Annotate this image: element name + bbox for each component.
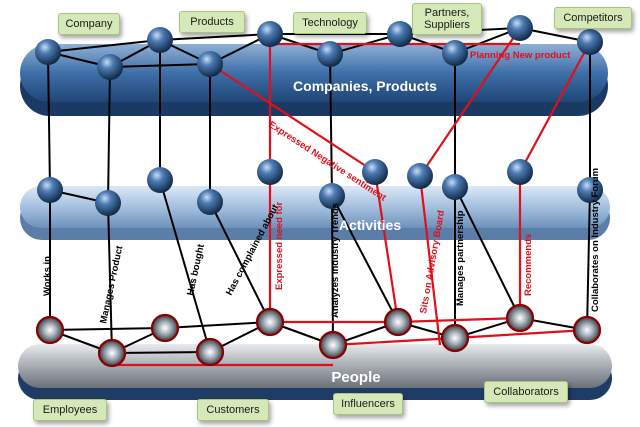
tag-partners-suppliers: Partners, Suppliers [412, 3, 482, 35]
node-partners-1[interactable] [387, 21, 413, 47]
node-person-3[interactable] [150, 313, 180, 343]
node-company-1[interactable] [35, 39, 61, 65]
node-partners-2[interactable] [442, 40, 468, 66]
node-person-9[interactable] [505, 303, 535, 333]
node-products-2[interactable] [197, 51, 223, 77]
tag-influencers: Influencers [333, 393, 403, 415]
label-planning-new-product: Planning New product [470, 50, 571, 61]
company-nodes [35, 15, 603, 80]
node-person-4[interactable] [195, 337, 225, 367]
node-activity-4[interactable] [197, 189, 223, 215]
highlight-edges [110, 27, 591, 367]
tag-company: Company [58, 13, 120, 35]
tag-customers: Customers [197, 399, 269, 421]
label-recommends: Recommends [523, 234, 534, 296]
node-activity-8[interactable] [407, 163, 433, 189]
label-works-in: Works in [42, 256, 53, 296]
node-technology-1[interactable] [257, 21, 283, 47]
tag-competitors: Competitors [554, 7, 632, 29]
people-nodes [35, 303, 602, 368]
label-expressed-need: Expressed need for [274, 202, 285, 290]
label-manages-partnership: Manages partnership [455, 210, 466, 306]
plane-title-companies: Companies, Products [293, 78, 437, 94]
node-company-2[interactable] [97, 54, 123, 80]
plane-title-activities: Activities [339, 217, 401, 233]
node-activity-1[interactable] [37, 177, 63, 203]
node-person-6[interactable] [318, 330, 348, 360]
node-person-7[interactable] [383, 307, 413, 337]
plane-title-people: People [331, 369, 380, 386]
node-person-1[interactable] [35, 315, 65, 345]
tag-products: Products [179, 11, 245, 33]
label-analyzes-trends: Analyzes Industry Trends [330, 203, 341, 318]
activity-nodes [37, 159, 603, 216]
node-competitors-2[interactable] [577, 29, 603, 55]
node-products-1[interactable] [147, 27, 173, 53]
tag-employees: Employees [33, 399, 107, 421]
node-competitors-1[interactable] [507, 15, 533, 41]
tag-collaborators: Collaborators [484, 381, 568, 403]
label-collaborates: Collaborates on Industry Forum [590, 168, 601, 312]
label-has-bought: Has bought [185, 242, 207, 296]
tag-technology: Technology [293, 12, 367, 34]
node-activity-3[interactable] [147, 167, 173, 193]
node-activity-6[interactable] [319, 183, 345, 209]
node-activity-2[interactable] [95, 190, 121, 216]
node-activity-5[interactable] [257, 159, 283, 185]
node-person-10[interactable] [572, 315, 602, 345]
node-person-8[interactable] [440, 323, 470, 353]
node-person-5[interactable] [255, 307, 285, 337]
node-technology-2[interactable] [317, 41, 343, 67]
node-activity-11[interactable] [577, 177, 603, 203]
node-activity-10[interactable] [507, 159, 533, 185]
node-activity-9[interactable] [442, 174, 468, 200]
node-activity-7[interactable] [362, 159, 388, 185]
node-person-2[interactable] [97, 338, 127, 368]
